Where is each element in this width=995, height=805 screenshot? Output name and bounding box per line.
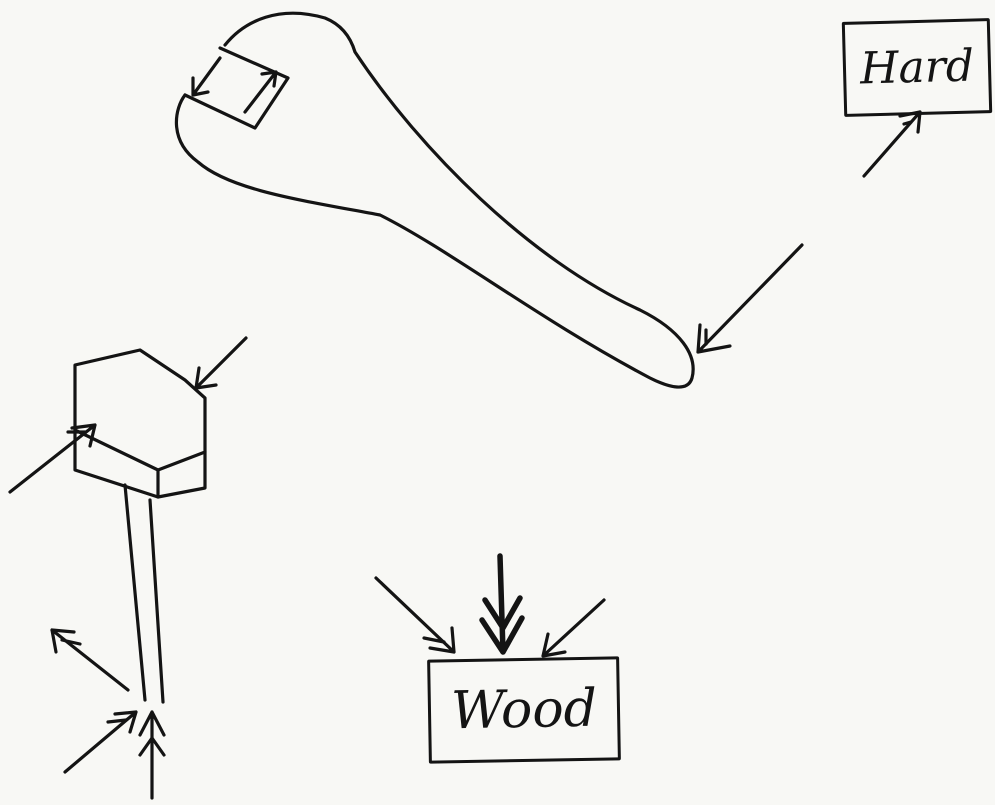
shaft-vertical-arrow [140, 712, 164, 798]
wrench-outline [176, 13, 693, 387]
bolt-shaft-left [125, 485, 145, 700]
arrow-icon [543, 600, 604, 656]
wrench-icon [176, 13, 693, 387]
hard-arrow-second-head [904, 122, 911, 124]
wood-label: Wood [427, 656, 621, 763]
arrow-icon [376, 578, 454, 652]
arrow-icon [10, 425, 95, 492]
handle-arrow [698, 245, 802, 352]
shaft-outward-arrow-second-head [62, 640, 80, 644]
arrow-icon [864, 112, 920, 176]
arrow-icon [698, 245, 802, 352]
hex-bolt-icon [75, 350, 205, 702]
bolt-left-arrow [10, 425, 95, 492]
bolt-head-top [75, 350, 205, 470]
hard-label: Hard [842, 18, 992, 117]
wood-right-arrow [543, 600, 604, 656]
bolt-shaft-right [150, 500, 163, 702]
arrow-icon [196, 338, 246, 388]
wrench-jaw-slot [185, 48, 288, 128]
arrow-icon [482, 556, 522, 652]
bolt-top-arrow [196, 338, 246, 388]
shaft-diagonal-arrow-second-head [108, 720, 126, 722]
jaw-arrow-left [193, 58, 220, 95]
arrow-icon [140, 712, 164, 798]
arrow-icon [52, 630, 128, 690]
arrow-icon [65, 712, 136, 772]
